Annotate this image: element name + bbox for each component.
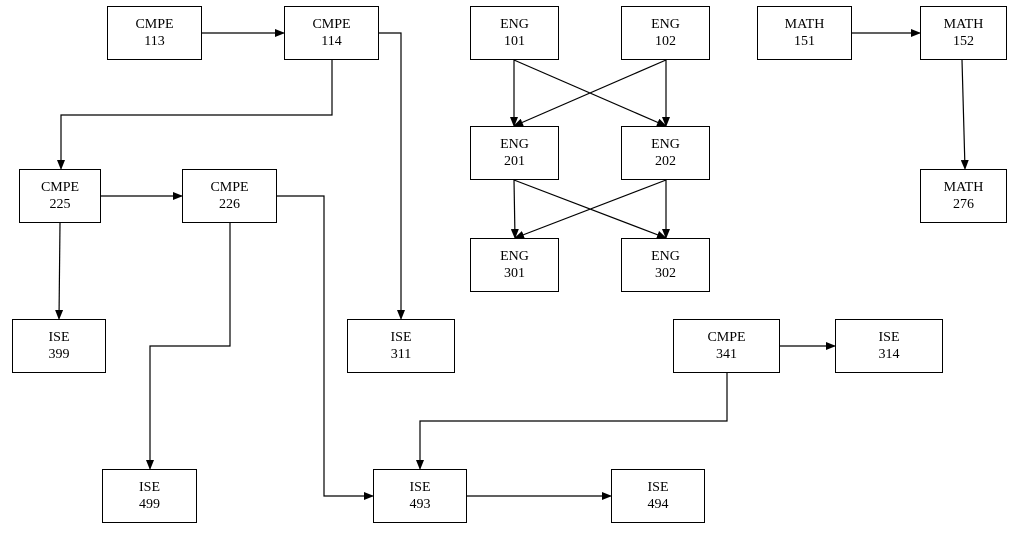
course-node-eng202: ENG 202 — [621, 126, 710, 180]
course-node-ise314: ISE 314 — [835, 319, 943, 373]
course-node-ise494: ISE 494 — [611, 469, 705, 523]
edge-cmpe341-to-ise493 — [416, 373, 728, 470]
course-number: 113 — [144, 34, 165, 49]
course-number: 201 — [504, 154, 525, 169]
edge-cmpe114-to-cmpe225 — [57, 60, 333, 170]
edge-eng201-to-eng301 — [510, 179, 519, 239]
edge-cmpe226-to-ise493 — [277, 195, 374, 500]
course-dept: ISE — [409, 480, 431, 495]
course-dept: CMPE — [312, 17, 351, 32]
course-node-eng301: ENG 301 — [470, 238, 559, 292]
edge-math152-to-math276 — [960, 59, 969, 170]
course-dept: ENG — [500, 249, 529, 264]
course-dept: MATH — [943, 180, 984, 195]
course-node-ise311: ISE 311 — [347, 319, 455, 373]
course-number: 152 — [953, 34, 974, 49]
course-node-math152: MATH 152 — [920, 6, 1007, 60]
course-number: 493 — [409, 497, 431, 512]
course-number: 302 — [655, 266, 676, 281]
course-dept: ENG — [651, 249, 680, 264]
course-number: 226 — [219, 197, 240, 212]
course-dept: ISE — [878, 330, 900, 345]
course-number: 399 — [48, 347, 70, 362]
course-dept: CMPE — [707, 330, 746, 345]
course-number: 314 — [878, 347, 900, 362]
edge-cmpe226-to-ise499 — [146, 223, 231, 470]
course-dept: ISE — [139, 480, 160, 495]
course-number: 225 — [49, 197, 71, 212]
course-node-eng101: ENG 101 — [470, 6, 559, 60]
course-number: 102 — [655, 34, 676, 49]
course-number: 202 — [655, 154, 676, 169]
course-number: 494 — [647, 497, 669, 512]
course-dept: ISE — [48, 330, 70, 345]
edge-eng102-to-eng201 — [513, 59, 667, 127]
course-dept: ENG — [500, 137, 529, 152]
course-dept: CMPE — [135, 17, 174, 32]
course-dept: CMPE — [40, 180, 80, 195]
course-dept: ISE — [647, 480, 669, 495]
course-dept: ENG — [651, 17, 680, 32]
course-node-ise499: ISE 499 — [102, 469, 197, 523]
edge-cmpe225-to-ise399 — [55, 222, 64, 320]
course-number: 341 — [716, 347, 737, 362]
course-node-ise493: ISE 493 — [373, 469, 467, 523]
edge-eng202-to-eng301 — [514, 179, 667, 239]
course-number: 151 — [794, 34, 815, 49]
course-number: 311 — [390, 347, 412, 362]
course-number: 276 — [953, 197, 974, 212]
course-node-cmpe341: CMPE 341 — [673, 319, 780, 373]
course-dept: MATH — [943, 17, 984, 32]
course-node-ise399: ISE 399 — [12, 319, 106, 373]
course-node-cmpe226: CMPE 226 — [182, 169, 277, 223]
course-node-cmpe113: CMPE 113 — [107, 6, 202, 60]
course-dept: MATH — [784, 17, 825, 32]
course-number: 499 — [139, 497, 160, 512]
course-node-eng302: ENG 302 — [621, 238, 710, 292]
course-dept: ENG — [500, 17, 529, 32]
course-dept: ENG — [651, 137, 680, 152]
course-number: 114 — [321, 34, 342, 49]
course-node-math276: MATH 276 — [920, 169, 1007, 223]
course-node-math151: MATH 151 — [757, 6, 852, 60]
course-node-cmpe114: CMPE 114 — [284, 6, 379, 60]
course-node-eng102: ENG 102 — [621, 6, 710, 60]
course-dept: ISE — [390, 330, 412, 345]
course-number: 101 — [504, 34, 525, 49]
course-number: 301 — [504, 266, 525, 281]
course-node-cmpe225: CMPE 225 — [19, 169, 101, 223]
edge-cmpe114-to-ise311 — [379, 32, 405, 320]
course-dept: CMPE — [210, 180, 249, 195]
course-node-eng201: ENG 201 — [470, 126, 559, 180]
